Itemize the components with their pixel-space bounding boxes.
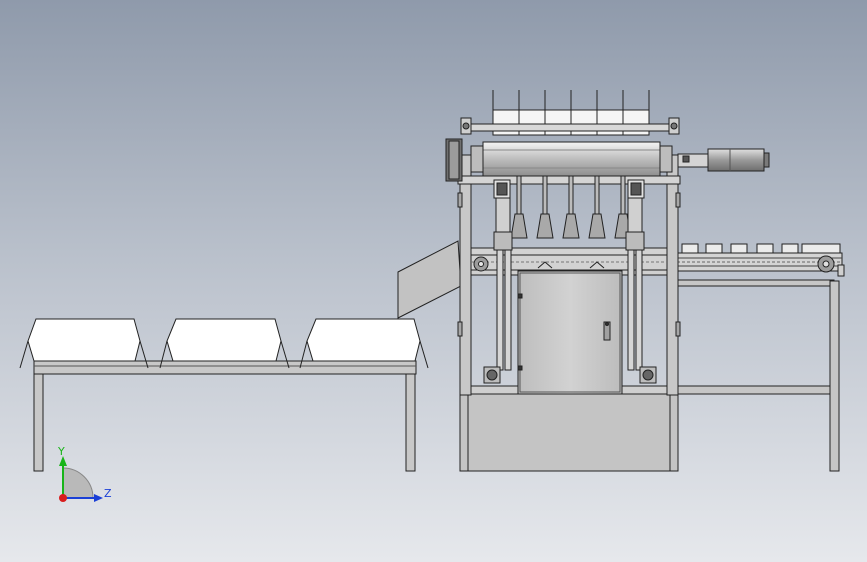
infeed-table-leg-left [33,373,44,472]
triad-y-arrow-icon [59,456,67,466]
lift-cylinder-left [493,179,513,371]
triad-y-label: Y [57,445,65,458]
outfeed-leg-right [829,280,840,472]
top-shaft [462,123,680,132]
triad-z-arrow-icon [94,494,103,502]
main-roller [470,141,673,177]
infeed-tray [299,318,429,369]
infeed-table-top [33,360,417,375]
infeed-tray [19,318,149,369]
outfeed-frame-rail [671,279,835,287]
frame-brackets [457,192,681,337]
triad-plane-icon [62,467,94,499]
outfeed-container [781,243,799,254]
left-drive-pulley [445,138,463,182]
outfeed-container [705,243,723,254]
infeed-table [33,360,417,472]
outfeed-container [756,243,774,254]
frame-column-right [666,154,679,396]
machine-base [459,393,679,472]
machine-conveyor [470,247,668,272]
outfeed-sprocket [817,255,845,277]
lane-dividers [510,175,632,239]
casters [483,366,657,384]
mid-hooks [537,261,605,269]
outfeed-conveyor [671,252,843,472]
infeed-tray [159,318,290,369]
infeed-table-leg-right [405,373,416,472]
triad-x-origin-icon [59,494,67,502]
outfeed-containers [681,243,841,254]
outfeed-frame-rail-lower [677,385,831,395]
outfeed-container [681,243,699,254]
infeed-trays [19,318,429,369]
outfeed-container [730,243,748,254]
triad-z-label: Z [104,487,112,500]
outfeed-container [801,243,841,254]
frame-column-left [459,154,472,396]
coordinate-triad: Y Z [57,445,112,502]
lift-cylinder-right [625,179,645,371]
infeed-chute [397,240,462,319]
servo-motor [677,148,770,172]
shaft-bearings [460,117,680,135]
control-cabinet [517,270,623,395]
